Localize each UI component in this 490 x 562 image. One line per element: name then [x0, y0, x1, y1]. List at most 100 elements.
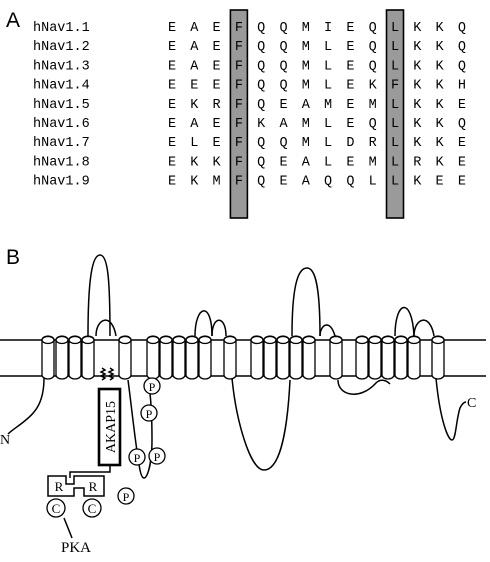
pka-catalytic-left — [46, 498, 66, 518]
helix-cap — [276, 335, 290, 345]
helix-cap — [185, 335, 199, 345]
residue: F — [235, 59, 243, 74]
residue: L — [391, 40, 399, 55]
residue: K — [436, 21, 445, 36]
residue: M — [302, 40, 310, 55]
helix-cap — [68, 335, 82, 345]
pka-catalytic-right-label: C — [88, 501, 97, 516]
residue: Q — [346, 175, 354, 190]
residue: I — [324, 21, 332, 36]
helix-cap — [407, 335, 421, 345]
helix-cap — [394, 335, 408, 345]
residue: E — [168, 79, 176, 94]
extracellular-loop-d1-p — [95, 319, 117, 337]
extracellular-loop-domain-2b — [211, 319, 227, 337]
pka-label: PKA — [61, 540, 91, 556]
helix-cap — [146, 335, 160, 345]
residue: Q — [279, 21, 287, 36]
helix-cap — [289, 335, 303, 345]
residue: K — [413, 21, 422, 36]
residue: M — [302, 21, 310, 36]
sequence-name: hNav1.3 — [33, 59, 90, 74]
sequence-name: hNav1.2 — [33, 40, 90, 55]
extracellular-loop-domain-3 — [291, 267, 321, 337]
helix-cap — [431, 335, 445, 345]
residue: F — [235, 21, 243, 36]
residue: A — [190, 117, 199, 132]
helix-cap — [159, 335, 173, 345]
sequence-name: hNav1.1 — [33, 21, 90, 36]
residue: Q — [279, 136, 287, 151]
residue: M — [324, 98, 332, 113]
phospho-label-1: P — [149, 380, 156, 394]
residue: K — [413, 117, 422, 132]
residue: F — [235, 155, 243, 170]
residue: F — [391, 79, 399, 94]
residue: A — [279, 117, 288, 132]
residue: Q — [257, 136, 265, 151]
sequence-name: hNav1.9 — [33, 175, 90, 190]
residue: F — [235, 40, 243, 55]
residue: F — [235, 136, 243, 151]
residue: L — [391, 155, 399, 170]
residue: E — [213, 59, 221, 74]
residue: K — [436, 98, 445, 113]
residue: K — [213, 155, 222, 170]
pka-regulatory-right: R — [89, 479, 98, 494]
residue: E — [279, 175, 287, 190]
residue: L — [391, 98, 399, 113]
pka-catalytic-right — [82, 498, 102, 518]
residue: L — [324, 136, 332, 151]
conserved-column-highlight — [385, 9, 405, 219]
residue: Q — [458, 117, 466, 132]
residue: E — [458, 136, 466, 151]
residue: E — [346, 59, 354, 74]
residue: D — [346, 136, 354, 151]
residue: M — [369, 155, 377, 170]
residue: K — [369, 79, 378, 94]
residue: E — [168, 155, 176, 170]
residue: E — [346, 155, 354, 170]
residue: E — [346, 21, 354, 36]
residue: L — [391, 136, 399, 151]
residue: E — [213, 136, 221, 151]
residue: K — [413, 175, 422, 190]
residue: A — [302, 175, 311, 190]
residue: R — [413, 155, 421, 170]
residue: E — [458, 175, 466, 190]
residue: E — [190, 79, 198, 94]
residue: K — [413, 136, 422, 151]
helix-cap — [368, 335, 382, 345]
helix-cap — [223, 335, 237, 345]
phosphorylation-sites: P P P P P — [117, 377, 166, 505]
residue: M — [302, 79, 310, 94]
residue: K — [413, 79, 422, 94]
residue: M — [213, 175, 221, 190]
residue: E — [168, 175, 176, 190]
residue: Q — [369, 21, 377, 36]
residue: L — [324, 117, 332, 132]
residue: Q — [257, 79, 265, 94]
residue: K — [413, 40, 422, 55]
pka-regulatory-left: R — [55, 479, 64, 494]
n-terminal-tail — [7, 377, 45, 435]
helix-cap — [81, 335, 95, 345]
residue: Q — [257, 40, 265, 55]
residue: A — [190, 59, 199, 74]
residue: K — [436, 79, 445, 94]
phospho-label-3: P — [134, 451, 141, 465]
residue: Q — [257, 21, 265, 36]
helix-cap — [118, 335, 132, 345]
residue: Q — [279, 40, 287, 55]
pka-regulatory-dimer — [47, 475, 105, 497]
extracellular-loop-domain-3b — [319, 324, 336, 337]
phospho-label-4: P — [154, 450, 161, 464]
helix-cap — [172, 335, 186, 345]
residue: K — [190, 155, 199, 170]
phospho-label-5: P — [123, 490, 130, 504]
residue: Q — [257, 98, 265, 113]
residue: K — [257, 117, 266, 132]
residue: K — [436, 117, 445, 132]
residue: E — [213, 117, 221, 132]
residue: L — [324, 79, 332, 94]
